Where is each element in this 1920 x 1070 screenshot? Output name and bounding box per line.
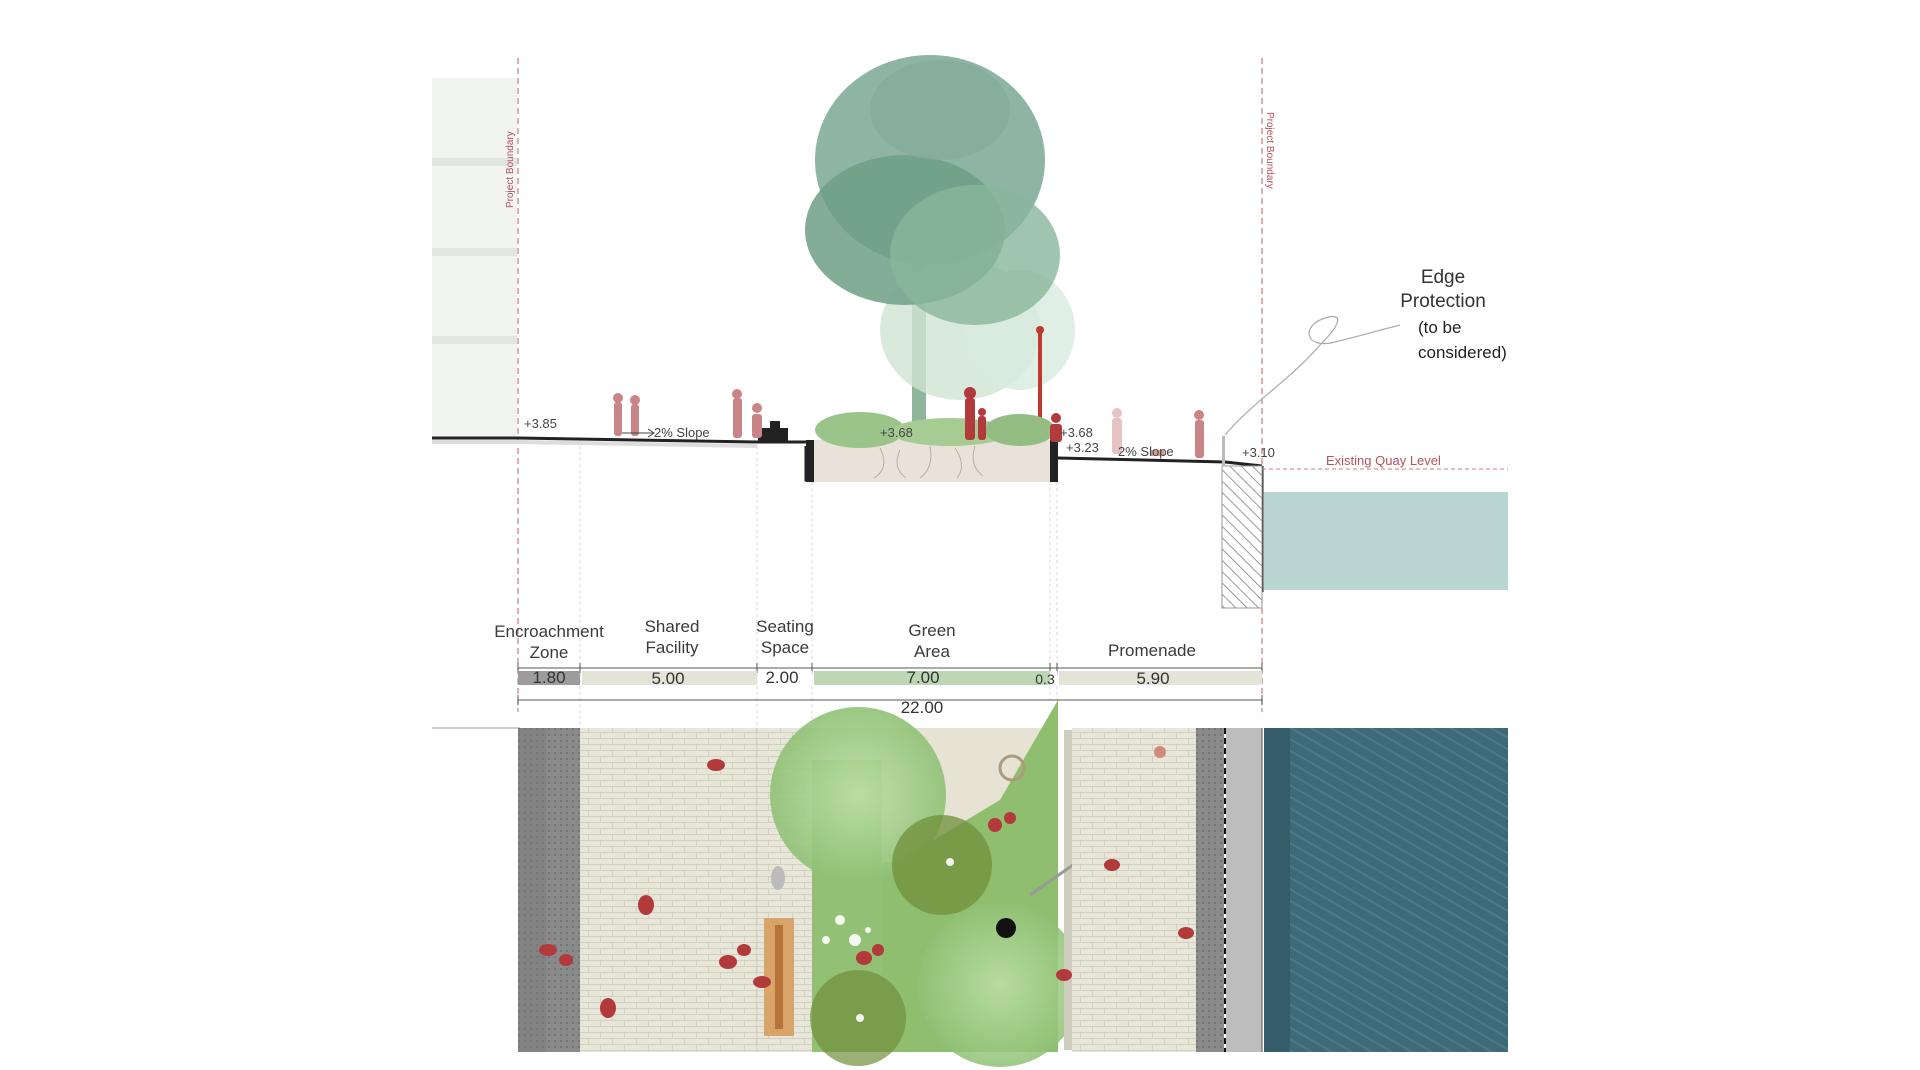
slope-arrow xyxy=(622,428,655,438)
slope-right-label: 2% Slope xyxy=(1118,444,1174,459)
zone-label-0-line1: Encroachment xyxy=(494,622,604,641)
edge-protection-leader xyxy=(1224,316,1401,436)
quay-wall xyxy=(1221,465,1263,609)
level-promenade-low: +3.23 xyxy=(1066,440,1099,455)
level-green-top: +3.68 xyxy=(880,425,913,440)
zone-label-5-line1: Promenade xyxy=(1108,641,1196,660)
bench-section xyxy=(758,421,788,442)
zone-label-1-line1: Shared xyxy=(645,617,700,636)
project-boundary-label-left: Project Boundary xyxy=(505,131,516,208)
zone-width-bar-4 xyxy=(1050,671,1057,685)
edge-protection-note-line2: considered) xyxy=(1418,343,1507,362)
site-plan xyxy=(518,700,1508,1067)
total-width: 22.00 xyxy=(901,698,944,717)
zone-width-0: 1.80 xyxy=(532,668,565,687)
building-facade xyxy=(432,78,517,440)
zone-guides xyxy=(579,440,1058,1050)
level-edge: +3.10 xyxy=(1242,445,1275,460)
zone-width-1: 5.00 xyxy=(651,669,684,688)
zone-width-5: 5.90 xyxy=(1136,669,1169,688)
shrubs xyxy=(815,412,1055,448)
edge-protection-title-line1: Edge xyxy=(1421,267,1465,288)
zone-width-4: 0.3 xyxy=(1035,671,1055,687)
people-section xyxy=(613,387,1204,458)
zone-width-bar-5 xyxy=(1059,671,1262,685)
zone-label-2-line1: Seating xyxy=(756,617,814,636)
level-left: +3.85 xyxy=(524,416,557,431)
zone-width-bar-0 xyxy=(518,671,580,685)
edge-protection-note-line1: (to be xyxy=(1418,318,1461,337)
existing-quay-level-label: Existing Quay Level xyxy=(1326,453,1441,468)
zone-label-3-line2: Area xyxy=(914,642,950,661)
zone-label-2-line2: Space xyxy=(761,638,809,657)
zone-width-bar-1 xyxy=(582,671,757,685)
zone-width-bar-3 xyxy=(814,671,1050,685)
project-boundary-label-right: Project Boundary xyxy=(1264,112,1275,189)
edge-railing xyxy=(1222,436,1225,466)
water-section xyxy=(1264,492,1508,590)
zone-width-bar-2 xyxy=(759,671,812,685)
zone-width-3: 7.00 xyxy=(906,668,939,687)
edge-protection-title-line2: Protection xyxy=(1400,291,1486,312)
level-promenade-top: +3.68 xyxy=(1060,425,1093,440)
zone-width-2: 2.00 xyxy=(765,668,798,687)
zone-label-0-line2: Zone xyxy=(530,643,569,662)
zone-label-1-line2: Facility xyxy=(646,638,699,657)
planter-soil xyxy=(814,440,1050,482)
slope-left-label: 2% Slope xyxy=(654,425,710,440)
zone-label-3-line1: Green xyxy=(908,621,955,640)
dimension-bar xyxy=(517,663,1263,705)
tree-illustration xyxy=(805,55,1075,440)
